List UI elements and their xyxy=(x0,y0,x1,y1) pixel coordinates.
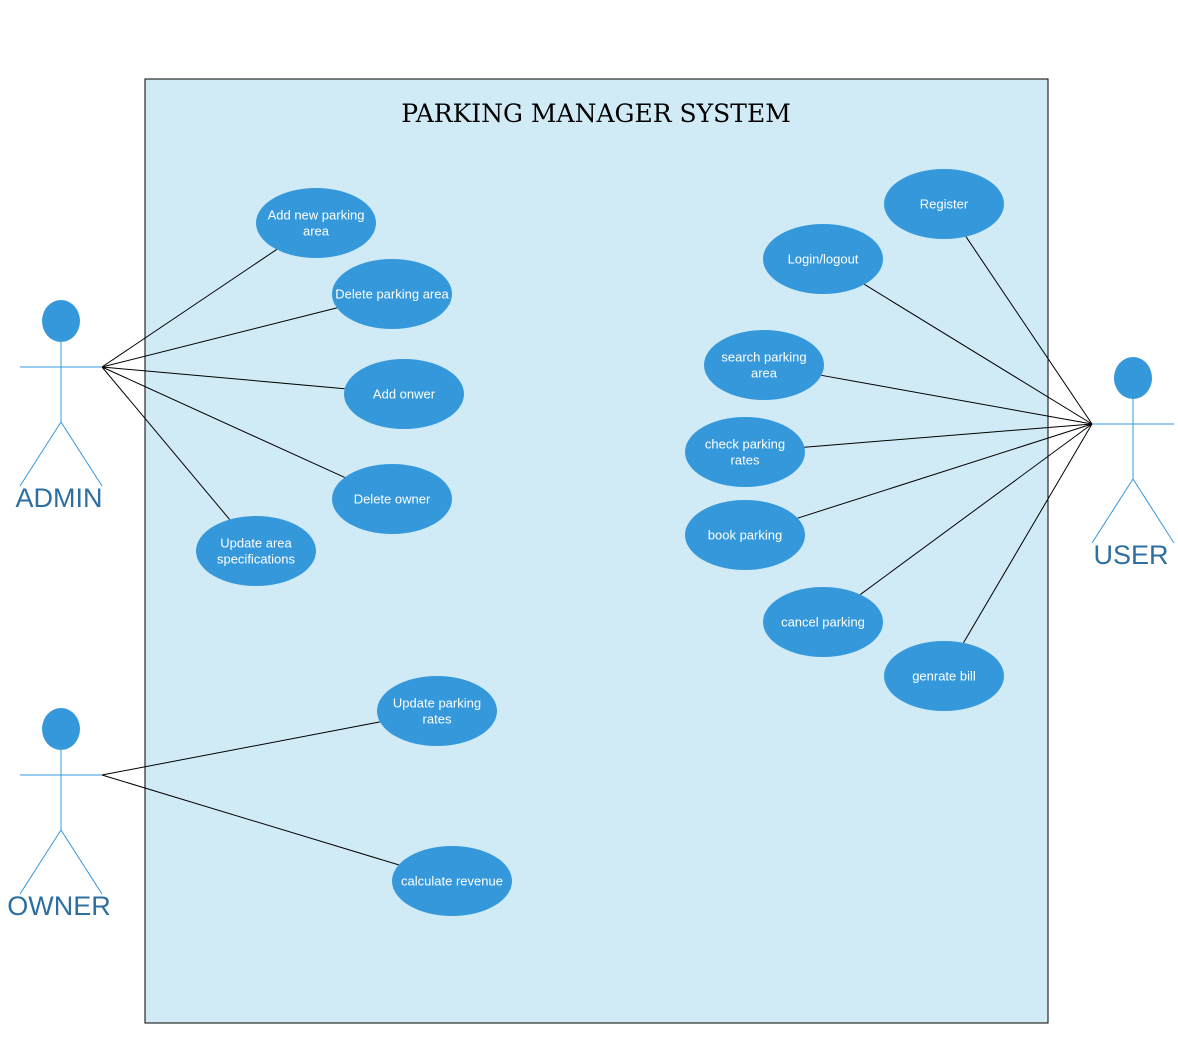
usecase-label: Update parking xyxy=(393,696,481,711)
usecase-label: Delete parking area xyxy=(335,287,449,302)
usecase-cancel-parking[interactable]: cancel parking xyxy=(763,587,883,657)
usecase-label: genrate bill xyxy=(912,669,976,684)
usecase-calculate-revenue[interactable]: calculate revenue xyxy=(392,846,512,916)
association-user-login-logout xyxy=(864,283,1093,425)
actor-owner[interactable]: OWNER xyxy=(7,708,111,921)
usecase-delete-owner[interactable]: Delete owner xyxy=(332,464,452,534)
actor-admin[interactable]: ADMIN xyxy=(16,300,103,513)
association-user-generate-bill xyxy=(963,423,1093,644)
usecase-label: rates xyxy=(423,712,452,727)
associations xyxy=(101,236,1093,866)
actor-label: OWNER xyxy=(7,891,111,921)
usecase-ellipse xyxy=(344,359,464,429)
usecase-ellipse xyxy=(256,188,376,258)
association-user-register xyxy=(965,236,1093,425)
usecase-ellipse xyxy=(884,641,1004,711)
usecase-ellipse xyxy=(332,464,452,534)
diagram-title: PARKING MANAGER SYSTEM xyxy=(401,99,791,128)
usecase-add-owner[interactable]: Add onwer xyxy=(344,359,464,429)
association-user-cancel-parking xyxy=(859,423,1093,595)
usecase-label: rates xyxy=(731,453,760,468)
actor-left-leg xyxy=(19,421,62,487)
usecase-label: area xyxy=(303,224,330,239)
association-user-check-parking-rates xyxy=(804,423,1093,448)
usecase-delete-parking-area[interactable]: Delete parking area xyxy=(332,259,452,329)
usecase-label: specifications xyxy=(217,552,296,567)
association-user-search-parking-area xyxy=(821,374,1093,425)
association-user-book-parking xyxy=(797,423,1093,519)
association-admin-delete-owner xyxy=(101,366,345,478)
actor-left-leg xyxy=(1091,478,1134,544)
usecase-label: Add onwer xyxy=(373,387,436,402)
usecase-ellipse xyxy=(196,516,316,586)
usecase-label: area xyxy=(751,366,778,381)
usecase-generate-bill[interactable]: genrate bill xyxy=(884,641,1004,711)
association-admin-delete-parking-area xyxy=(101,307,338,368)
usecase-label: Add new parking xyxy=(268,208,365,223)
usecase-ellipse xyxy=(763,224,883,294)
usecase-ellipse xyxy=(377,676,497,746)
association-owner-update-parking-rates xyxy=(101,721,381,776)
actor-right-leg xyxy=(1132,478,1175,544)
usecase-label: Update area xyxy=(220,536,292,551)
association-owner-calculate-revenue xyxy=(101,774,399,866)
usecase-label: cancel parking xyxy=(781,615,865,630)
usecase-book-parking[interactable]: book parking xyxy=(685,500,805,570)
association-admin-add-parking-area xyxy=(101,249,277,368)
usecase-ellipse xyxy=(884,169,1004,239)
actor-label: USER xyxy=(1093,540,1168,570)
usecase-ellipse xyxy=(685,417,805,487)
actor-left-leg xyxy=(19,829,62,895)
usecase-ellipse xyxy=(392,846,512,916)
actor-user[interactable]: USER xyxy=(1091,357,1175,570)
usecase-ellipse xyxy=(763,587,883,657)
usecase-register[interactable]: Register xyxy=(884,169,1004,239)
usecase-label: Login/logout xyxy=(788,252,859,267)
actor-head xyxy=(42,300,80,342)
actor-head xyxy=(1114,357,1152,399)
usecase-label: check parking xyxy=(705,437,785,452)
usecase-login-logout[interactable]: Login/logout xyxy=(763,224,883,294)
actor-label: ADMIN xyxy=(16,483,103,513)
usecase-label: Register xyxy=(920,197,969,212)
usecase-label: Delete owner xyxy=(354,492,431,507)
usecase-label: book parking xyxy=(708,528,782,543)
usecase-label: calculate revenue xyxy=(401,874,503,889)
usecase-ellipse xyxy=(704,330,824,400)
actor-right-leg xyxy=(60,829,103,895)
usecase-label: search parking xyxy=(721,350,806,365)
actor-head xyxy=(42,708,80,750)
actors: ADMIN OWNER USER xyxy=(7,300,1175,921)
usecase-ellipse xyxy=(332,259,452,329)
actor-right-leg xyxy=(60,421,103,487)
usecase-ellipse xyxy=(685,500,805,570)
association-admin-update-area-specs xyxy=(101,366,231,520)
association-admin-add-owner xyxy=(101,366,345,390)
